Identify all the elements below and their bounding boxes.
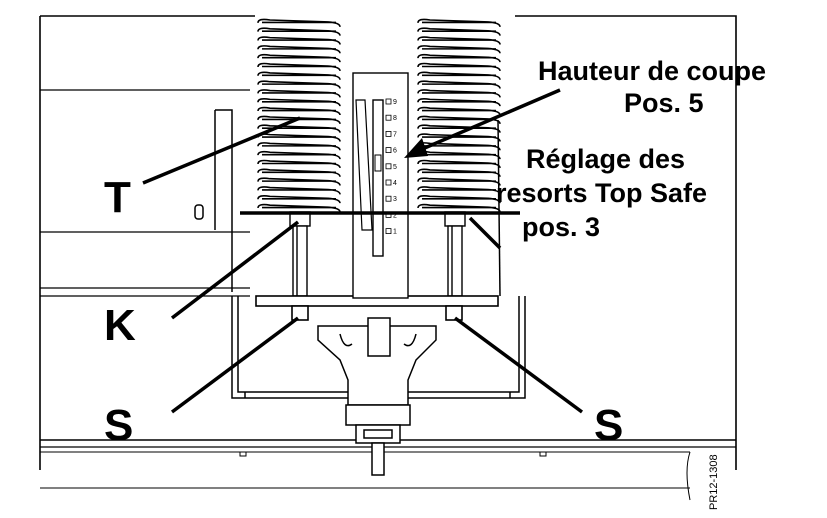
gauge-tick-label: 8 [393,115,397,122]
cross-bar [255,295,499,321]
spring-coil [257,186,341,195]
spring-coil [417,133,501,142]
label-T: T [104,173,131,222]
height-gauge: 9 8 7 6 5 4 3 2 1 [352,72,409,299]
leader-right-rod [468,216,502,250]
spring-coil [257,142,341,151]
spring-coil [417,150,501,160]
spring-setting-line2: resorts Top Safe [496,178,707,208]
spring-coil [257,150,341,160]
spring-coil [257,97,341,107]
spring-coil [417,53,501,63]
label-K: K [104,301,136,350]
bottom-rail [40,439,736,501]
gauge-tick-box [385,130,392,137]
gauge-tick-label: 1 [393,229,397,236]
gauge-tick-box [385,179,392,186]
figure-code: PR12-1308 [708,454,720,510]
spring-coil [257,89,341,98]
spring-coil [417,177,501,186]
leader-S-right [453,316,584,414]
leader-T [142,116,301,185]
leader-cut-height [419,88,561,152]
housing [194,109,526,399]
gauge-tick-label: 9 [393,99,397,106]
spring-coil [257,194,341,204]
spring-coil [417,115,501,124]
gauge-scale: 9 8 7 6 5 4 3 2 1 [385,98,397,236]
spring-coil [417,89,501,98]
gauge-tick-box [385,98,392,105]
spring-coil [417,106,501,116]
spring-coil [257,177,341,186]
spring-coil [257,18,341,27]
gauge-tick-label: 2 [393,212,397,219]
gauge-tick-box [385,147,392,154]
label-S-right: S [594,401,623,450]
leader-K [170,220,300,320]
spring-coil [417,27,501,36]
cut-height-line2: Pos. 5 [624,88,704,118]
gauge-tick-label: 3 [393,196,397,203]
right-spring [417,18,501,213]
spring-coil [257,159,341,169]
spring-coil [417,62,501,72]
gauge-tick-label: 4 [393,180,397,187]
spring-coil [417,80,501,89]
spring-coil [417,186,501,195]
gauge-tick-box [385,114,392,121]
spring-coil [257,80,341,89]
label-S-left: S [104,401,133,450]
cut-height-line1: Hauteur de coupe [538,56,766,86]
arrow-head [404,138,428,158]
leader-lines [142,88,584,414]
spring-coil [257,62,341,72]
spring-coil [417,97,501,107]
spring-coil [257,27,341,36]
spring-coil [257,203,341,213]
gauge-tick-label: 6 [393,148,397,155]
leader-S-left [170,316,300,414]
gauge-tick-label: 5 [393,164,397,171]
spring-coil [417,203,501,213]
spring-coil [417,159,501,169]
gauge-tick-label: 7 [393,131,397,138]
drawing-frame [39,15,737,470]
gauge-tick-box [385,228,392,235]
spring-coil [417,194,501,204]
spring-coil [257,168,341,177]
spring-setting-line3: pos. 3 [522,212,600,242]
spring-coil [257,53,341,63]
spring-coil [417,124,501,133]
gauge-tick-box [385,163,392,170]
gauge-tick-box [385,195,392,202]
spring-rods [289,211,466,297]
spring-setting-line1: Réglage des [526,144,685,174]
spring-coil [417,18,501,27]
spring-coil [257,45,341,54]
spring-coil [417,36,501,45]
spring-coil [257,36,341,45]
spring-coil [417,168,501,177]
spring-coil [417,71,501,80]
spring-coil [257,106,341,116]
spring-coil [257,133,341,142]
clamp-mechanism [317,317,437,476]
left-spring [257,18,341,213]
spring-coil [417,45,501,54]
spring-coil [257,71,341,80]
